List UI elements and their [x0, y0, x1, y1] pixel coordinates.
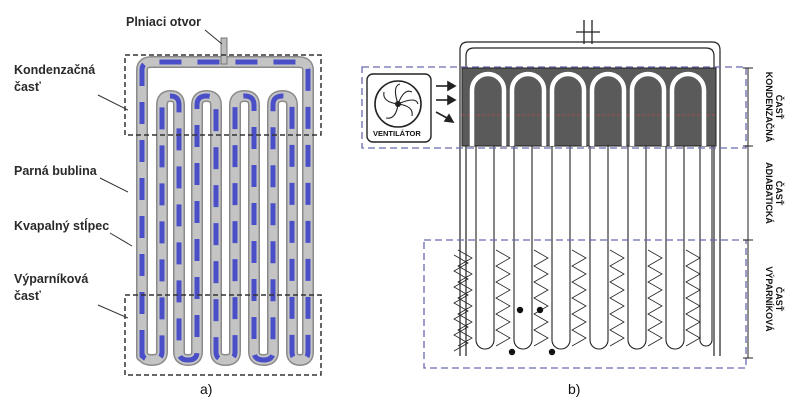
condenser-label-line1: Kondenzačná — [14, 63, 95, 77]
fin-zigzag — [457, 249, 473, 347]
liquid-slugs — [139, 59, 311, 363]
tube-wall — [136, 56, 314, 366]
section-dimension-bar — [743, 67, 753, 359]
evaporator-label-line2: časť — [14, 289, 41, 303]
evaporator-u-tube — [475, 146, 495, 350]
condenser-label-line2: časť — [14, 80, 41, 94]
panel-b-caption: b) — [568, 381, 580, 397]
serpentine-tube — [136, 56, 314, 366]
adiabatic-section-label-line2: ČASŤ — [774, 181, 785, 206]
fill-port-leader — [204, 29, 223, 45]
bubble-leader — [99, 177, 129, 193]
condenser-u-tube — [589, 71, 627, 146]
liquid-leader — [109, 232, 133, 247]
evaporator-label-line1: Výparníková — [14, 272, 88, 286]
condenser-u-tube — [629, 71, 667, 146]
airflow-arrows — [435, 80, 457, 123]
evaporator-u-tube — [699, 146, 713, 347]
condenser-section-label-line2: ČASŤ — [774, 95, 785, 120]
vapor-bubble-label: Parná bublina — [14, 164, 98, 178]
panel-a-loop-heat-pipe: Plniaci otvor Kondenzačná časť Parná bub… — [14, 15, 322, 397]
vapor-bubble-dot — [536, 306, 544, 314]
evaporator-section-label-line1: VÝPARNÍKOVÁ — [764, 266, 775, 332]
panel-b-heat-pipe-exchanger: VENTILÁTOR KONDENZAČNÁ ČASŤ ADIABATICKÁ … — [361, 20, 785, 397]
condenser-u-tube — [549, 71, 587, 146]
fan-condenser-box — [361, 66, 747, 149]
fin-zigzag — [453, 254, 469, 352]
fin-zigzag — [571, 249, 587, 347]
fin-zigzag — [609, 249, 625, 347]
evaporator-section-box — [124, 294, 322, 376]
condenser-leader — [97, 94, 129, 111]
condenser-section-box — [124, 54, 322, 136]
liquid-column-label: Kvapalný stĺpec — [14, 218, 109, 233]
fill-port-label: Plniaci otvor — [126, 15, 201, 29]
evaporator-u-tube — [551, 146, 571, 350]
vapor-bubble-dot — [548, 348, 556, 356]
outer-return-loop-inner — [465, 47, 715, 356]
panel-a-caption: a) — [200, 381, 212, 397]
evaporator-u-tube — [665, 146, 685, 350]
evaporator-u-tube — [589, 146, 609, 350]
vapor-bubble-dot — [508, 348, 516, 356]
fill-port — [220, 37, 228, 65]
heat-pipe-tubes — [469, 71, 713, 350]
outer-return-loop — [459, 41, 721, 356]
fin-zigzag — [647, 249, 663, 347]
fin-zigzag — [533, 249, 549, 347]
condenser-u-tube — [509, 71, 547, 146]
condenser-u-tube — [669, 71, 707, 146]
adiabatic-section-label-line1: ADIABATICKÁ — [764, 162, 774, 224]
evaporator-fins — [453, 249, 701, 356]
evaporator-u-tube — [513, 146, 533, 350]
evaporator-leader — [97, 304, 129, 319]
condenser-section-label-line1: KONDENZAČNÁ — [764, 72, 775, 143]
evaporator-u-tube — [627, 146, 647, 350]
fan-icon — [366, 73, 432, 143]
evaporator-box — [423, 239, 747, 369]
evaporator-section-label-line2: ČASŤ — [774, 287, 785, 312]
fan-label: VENTILÁTOR — [373, 129, 421, 138]
vapor-bubble-dot — [516, 306, 524, 314]
fin-zigzag — [495, 249, 511, 347]
condenser-u-tube — [469, 71, 507, 146]
fin-zigzag — [685, 249, 701, 347]
